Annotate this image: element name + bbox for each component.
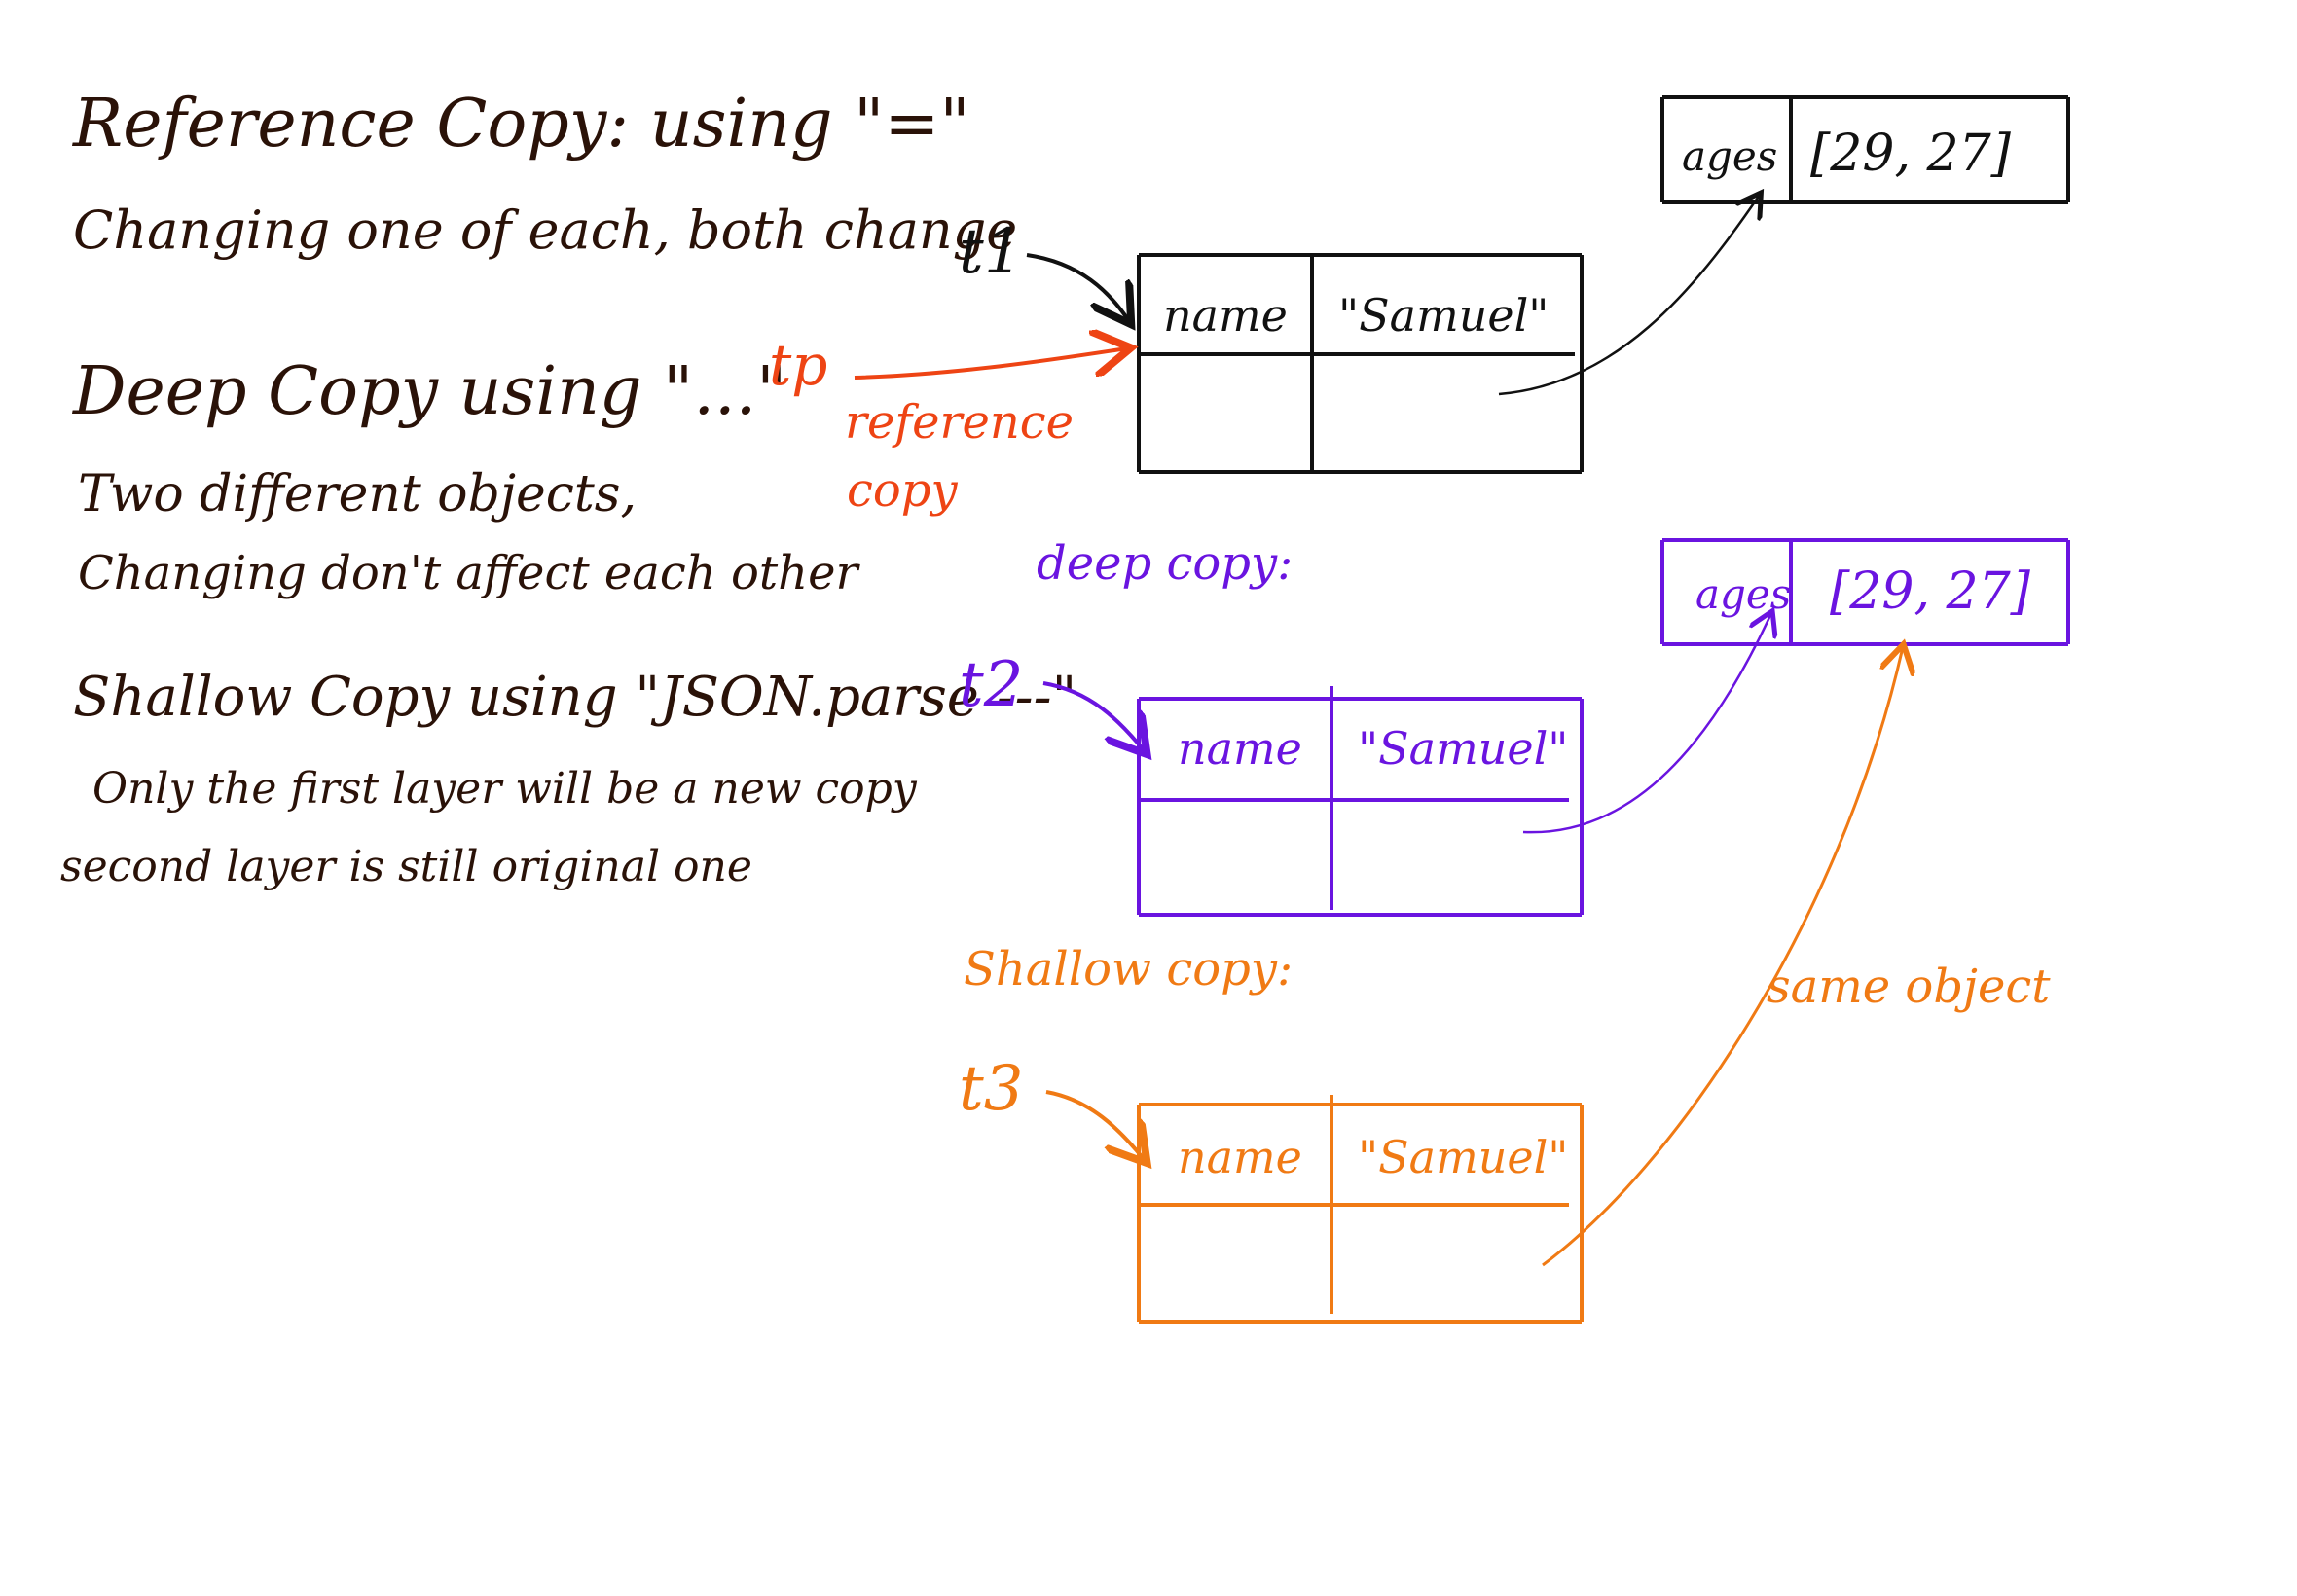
reference-copy-heading: Reference Copy: using "=" [71, 86, 970, 163]
t1-arrow [1026, 253, 1129, 321]
shallow-copy-heading: Shallow Copy using "JSON.parse ---" [73, 666, 1076, 729]
ages-value-original: [29, 27] [1810, 125, 2012, 183]
shallow-copy-desc-1: Only the first layer will be a new copy [92, 764, 918, 814]
ages-key-original: ages [1682, 132, 1777, 180]
deep-copy-desc-2: Changing don't affect each other [78, 546, 860, 600]
reference-ages-pointer-arrow [1498, 195, 1760, 396]
shallow-copy-desc-2: second layer is still original one [60, 842, 752, 891]
ages-value-copy: [29, 27] [1830, 562, 2031, 621]
shallow-copy-ages-pointer-arrow [1542, 647, 1903, 1267]
reference-copy-desc: Changing one of each, both change [73, 200, 1017, 261]
tp-label: tp [769, 332, 827, 398]
notes-reference: Reference Copy: using "=" Changing one o… [71, 86, 1017, 261]
notes-deep: Deep Copy using "..." Two different obje… [71, 353, 860, 600]
deep-copy-ages-pointer-arrow [1522, 613, 1771, 834]
reference-name-value: "Samuel" [1338, 289, 1549, 342]
deep-copy-heading: Deep Copy using "..." [71, 353, 786, 430]
shallow-copy-name-key: name [1178, 1131, 1302, 1183]
reference-name-key: name [1163, 289, 1288, 342]
t3-arrow [1045, 1090, 1145, 1160]
ages-object-table-copy [1660, 538, 2070, 646]
reference-copy-note-line-2: copy [847, 463, 959, 518]
t1-label: t1 [959, 216, 1023, 288]
reference-copy-note-line-1: reference [845, 395, 1074, 450]
deep-copy-object-table [1137, 686, 1584, 917]
shallow-copy-object-table [1137, 1095, 1584, 1324]
t2-label: t2 [959, 649, 1023, 721]
deep-copy-name-key: name [1178, 722, 1302, 775]
shallow-copy-name-value: "Samuel" [1358, 1131, 1568, 1183]
t3-label: t3 [959, 1053, 1023, 1125]
t2-arrow [1042, 681, 1145, 751]
shallow-copy-label: Shallow copy: [964, 942, 1293, 997]
deep-copy-label: deep copy: [1037, 536, 1293, 591]
tp-arrow [854, 348, 1127, 380]
ages-key-copy: ages [1695, 570, 1791, 618]
notes-shallow: Shallow Copy using "JSON.parse ---" Only… [60, 666, 1076, 891]
deep-copy-desc-1: Two different objects, [78, 465, 637, 524]
deep-copy-name-value: "Samuel" [1358, 722, 1568, 775]
reference-object-table [1137, 253, 1584, 474]
ages-object-table-original [1660, 95, 2070, 204]
same-object-label: same object [1767, 960, 2051, 1014]
